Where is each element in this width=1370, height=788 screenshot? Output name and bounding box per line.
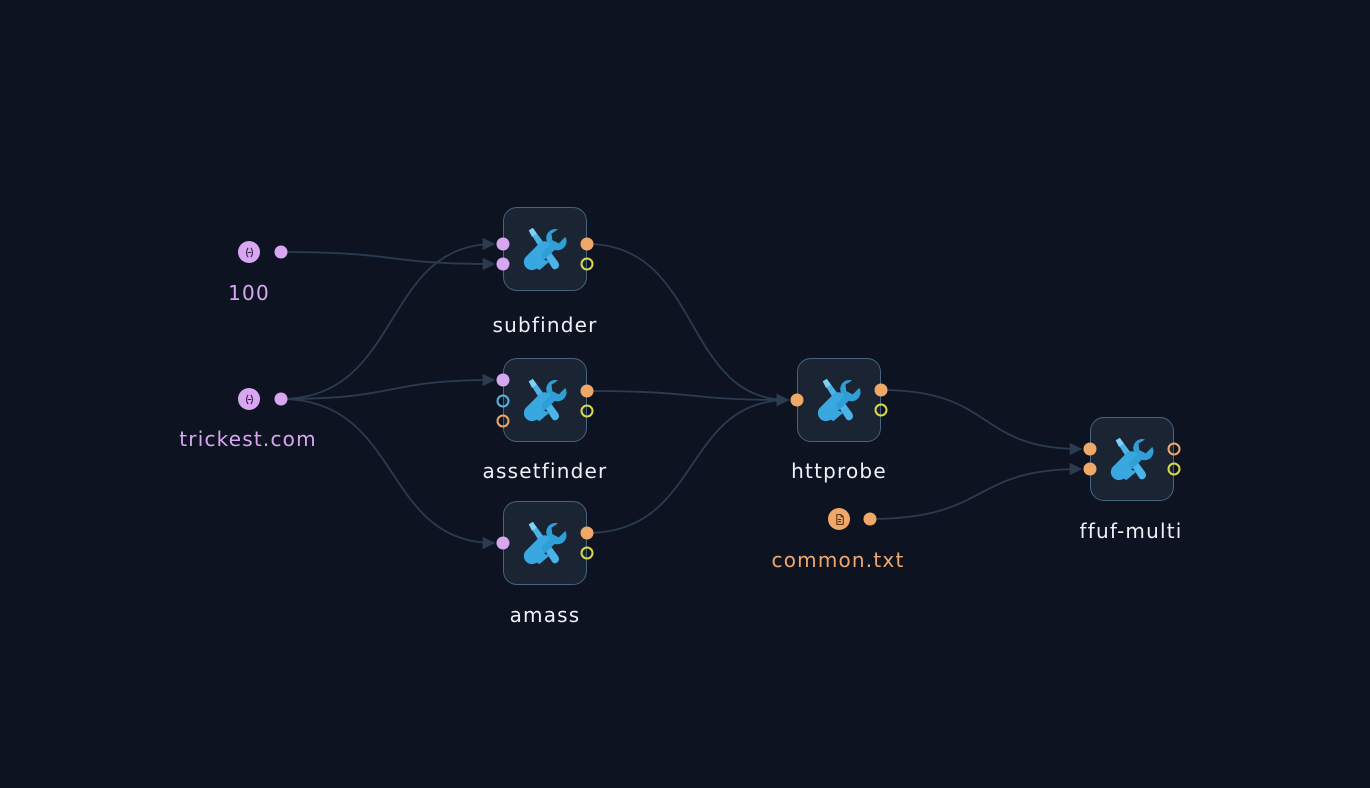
node-assetfinder[interactable] [503,358,587,442]
node-amass[interactable] [503,501,587,585]
node-subfinder-input-port-2[interactable] [496,257,510,271]
node-label-ffuf-multi: ffuf-multi [1079,519,1183,543]
node-label-httprobe: httprobe [791,459,887,483]
tools-icon [523,521,567,565]
edge-trickest-to-amass-in1[interactable] [280,398,496,550]
edge-subfinder-to-httprobe[interactable] [586,243,790,407]
node-httprobe-input-port-1[interactable] [790,393,804,407]
node-amass-output-port-2[interactable] [580,546,594,560]
edge-assetfinder-to-httprobe[interactable] [586,390,790,407]
tools-icon [523,378,567,422]
node-assetfinder-input-port-3[interactable] [496,414,510,428]
node-subfinder-output-port-1[interactable] [580,237,594,251]
node-amass-output-port-1[interactable] [580,526,594,540]
node-assetfinder-output-port-1[interactable] [580,384,594,398]
src-trickest-badge[interactable] [238,388,260,410]
node-subfinder-output-port-2[interactable] [580,257,594,271]
node-assetfinder-input-port-2[interactable] [496,394,510,408]
edge-httprobe-to-ffuf-in1[interactable] [880,389,1083,456]
edge-trickest-to-assetfinder-in1[interactable] [280,373,496,400]
node-label-subfinder: subfinder [492,313,598,337]
node-label-amass: amass [509,603,581,627]
edge-common-to-ffuf-in2[interactable] [869,462,1083,520]
node-ffuf-multi-output-port-2[interactable] [1167,462,1181,476]
edge-trickest-to-subfinder-in1[interactable] [280,237,496,400]
string-variable-icon [245,394,253,404]
src-100-label: 100 [228,281,270,305]
node-ffuf-multi[interactable] [1090,417,1174,501]
src-common-badge[interactable] [828,508,850,530]
node-subfinder[interactable] [503,207,587,291]
src-trickest-output-port[interactable] [274,392,288,406]
src-100-output-port[interactable] [274,245,288,259]
node-httprobe[interactable] [797,358,881,442]
node-ffuf-multi-input-port-2[interactable] [1083,462,1097,476]
node-assetfinder-input-port-1[interactable] [496,373,510,387]
src-common-output-port[interactable] [863,512,877,526]
file-icon [835,513,844,525]
node-ffuf-multi-input-port-1[interactable] [1083,442,1097,456]
src-common-label: common.txt [771,548,905,572]
node-amass-input-port-1[interactable] [496,536,510,550]
src-trickest-label: trickest.com [179,427,317,451]
node-httprobe-output-port-1[interactable] [874,383,888,397]
node-ffuf-multi-output-port-1[interactable] [1167,442,1181,456]
tools-icon [817,378,861,422]
src-100-badge[interactable] [238,241,260,263]
node-httprobe-output-port-2[interactable] [874,403,888,417]
tools-icon [523,227,567,271]
string-variable-icon [245,247,253,257]
node-label-assetfinder: assetfinder [482,459,608,483]
tools-icon [1110,437,1154,481]
edge-amass-to-httprobe[interactable] [586,393,790,534]
node-assetfinder-output-port-2[interactable] [580,404,594,418]
node-subfinder-input-port-1[interactable] [496,237,510,251]
edge-100-to-subfinder-in2[interactable] [280,251,496,271]
